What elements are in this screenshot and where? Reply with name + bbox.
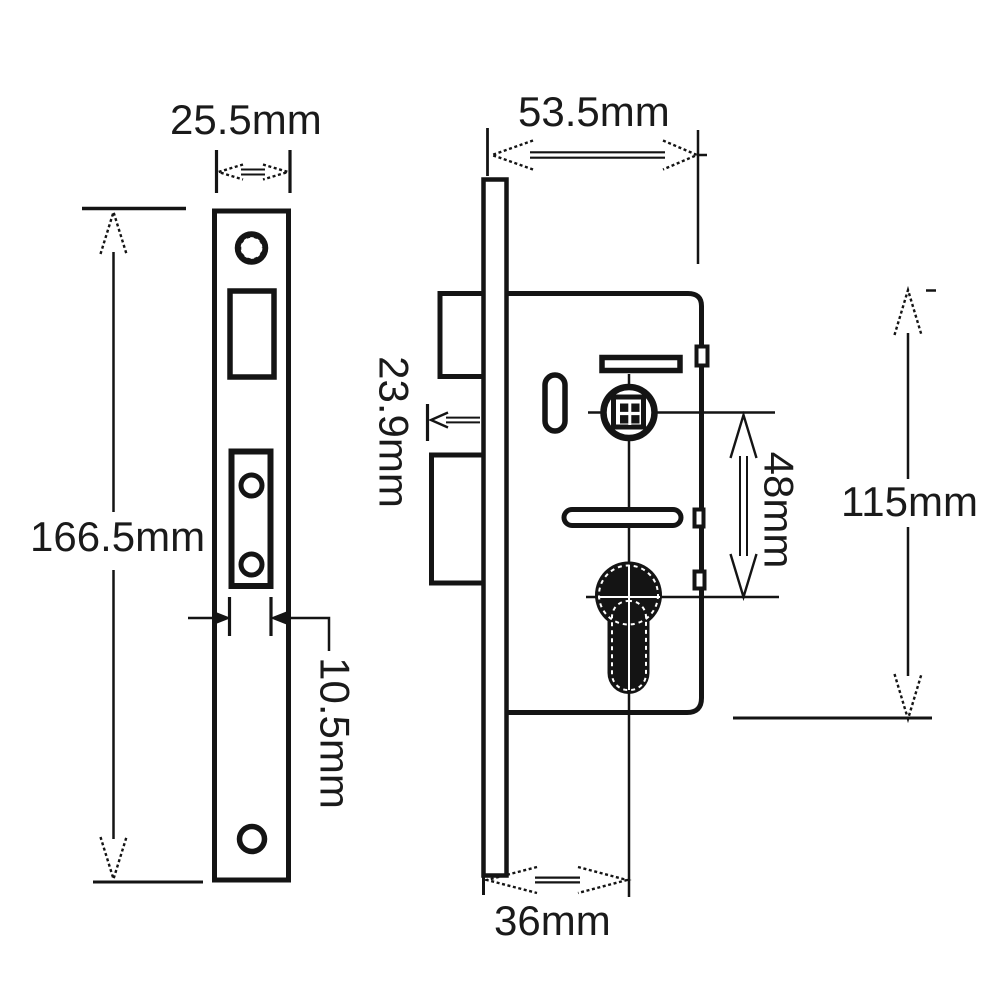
dim-faceplate-width: 25.5mm (170, 96, 322, 193)
dim-bolt-throw: 23.9mm (371, 356, 480, 508)
arrowhead (270, 610, 289, 626)
bottom-screw-hole (236, 823, 268, 855)
dead-bolt (429, 452, 488, 586)
euro-cylinder-profile (595, 561, 662, 694)
latch-cutout (227, 288, 277, 380)
label-case-width: 53.5mm (518, 88, 670, 135)
dim-cutout-width: 10.5mm (188, 597, 359, 809)
label-faceplate-width: 25.5mm (170, 96, 322, 143)
dim-case-width: 53.5mm (486, 88, 707, 264)
dim-case-height: 115mm (733, 285, 978, 724)
top-slot (599, 354, 683, 374)
forend-strip (481, 177, 509, 878)
arrowhead (212, 610, 231, 626)
label-bolt-throw: 23.9mm (371, 356, 418, 508)
case-tab-middle (692, 507, 706, 529)
dim-faceplate-height: 166.5mm (30, 206, 205, 884)
label-cutout-width: 10.5mm (312, 657, 359, 809)
dim-backset: 36mm (482, 865, 632, 944)
faceplate-front-view (212, 208, 291, 883)
oval-slot (542, 372, 568, 434)
lock-case-side-view (429, 177, 779, 897)
cutout-screw-hole-lower (238, 551, 265, 578)
latch-bolt (437, 291, 489, 379)
case-tab-top (694, 344, 710, 368)
lower-slot (561, 507, 684, 528)
label-case-height: 115mm (841, 478, 978, 525)
case-tab-bottom (692, 569, 707, 591)
label-centres: 48mm (756, 452, 803, 569)
label-faceplate-height: 166.5mm (30, 513, 205, 560)
dim-centres: 48mm (729, 410, 803, 602)
cutout-screw-hole-upper (238, 472, 265, 499)
label-backset: 36mm (494, 897, 611, 944)
top-screw-hole-hidden-line (240, 237, 263, 259)
